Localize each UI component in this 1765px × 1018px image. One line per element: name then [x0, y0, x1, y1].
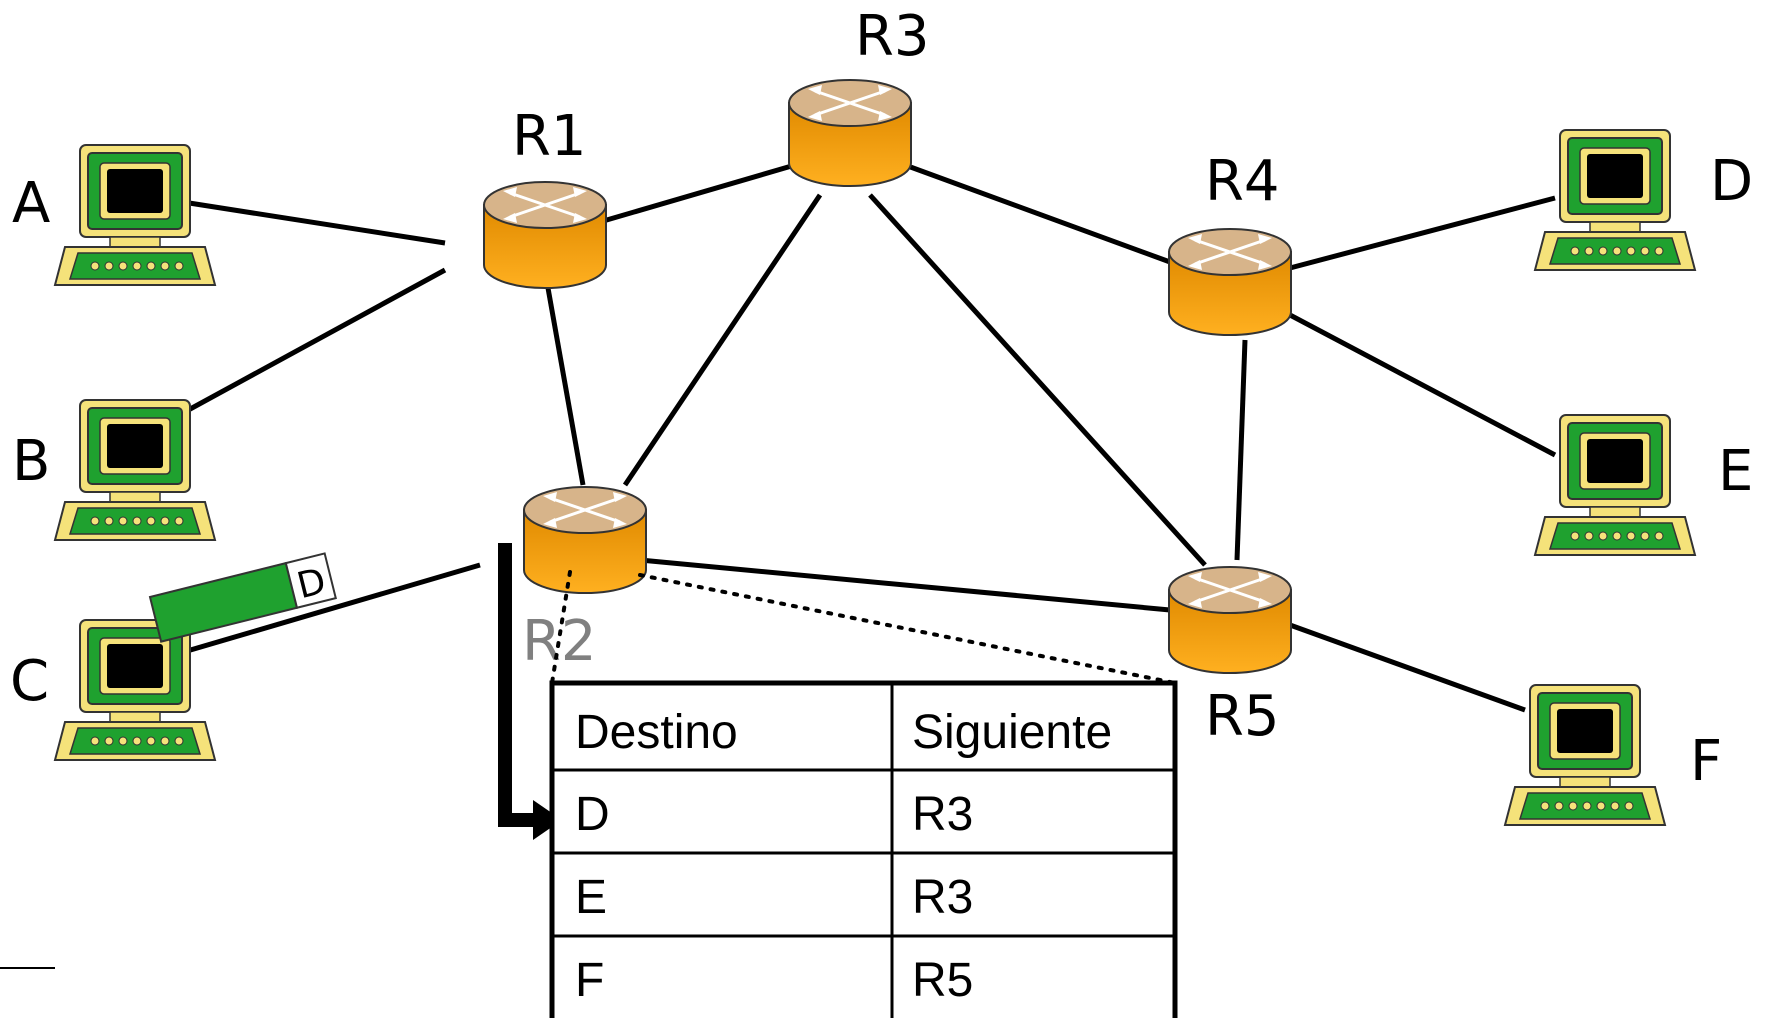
- packet: D: [148, 552, 337, 643]
- host-label-f: F: [1690, 729, 1722, 794]
- computer-c-icon: [54, 619, 216, 761]
- router-r1: [482, 180, 608, 290]
- computer-b-icon: [54, 399, 216, 541]
- host-label-b: B: [12, 429, 50, 494]
- link-b-r1: [168, 267, 447, 423]
- link-r4-r5: [1234, 339, 1248, 561]
- table-header-destino: Destino: [575, 706, 738, 759]
- forwarding-arrow: [498, 543, 562, 840]
- router-r4: [1167, 227, 1293, 337]
- link-r3-r5: [868, 193, 1207, 567]
- link-c-r2: [169, 562, 481, 659]
- computer-a-icon: [54, 144, 216, 286]
- table-cell-dest-2: F: [575, 954, 604, 1007]
- router-r2: [522, 485, 648, 595]
- network-links: [168, 162, 1557, 713]
- link-r3-r4: [904, 162, 1171, 265]
- computer-e-icon: [1534, 414, 1696, 556]
- table-cell-dest-1: E: [575, 871, 607, 924]
- host-label-e: E: [1718, 439, 1753, 504]
- routing-table-frame: [549, 680, 1178, 1018]
- link-r4-e: [1288, 312, 1557, 458]
- router-label-r5: R5: [1205, 684, 1280, 749]
- table-cell-next-1: R3: [912, 871, 973, 924]
- table-cell-next-2: R5: [912, 954, 973, 1007]
- link-a-r1: [169, 197, 446, 246]
- link-r2-r3: [622, 193, 823, 487]
- table-cell-dest-0: D: [575, 788, 610, 841]
- router-label-r3: R3: [855, 4, 930, 69]
- link-r5-f: [1289, 622, 1526, 713]
- router-label-r4: R4: [1205, 149, 1280, 214]
- link-r1-r2: [545, 287, 586, 486]
- routing-table: Destino Siguiente D R3 E R3 F R5: [549, 680, 1178, 1018]
- host-label-d: D: [1710, 149, 1753, 214]
- host-label-a: A: [12, 171, 50, 236]
- router-r3: [787, 78, 913, 188]
- router-r5: [1167, 565, 1293, 675]
- table-header-siguiente: Siguiente: [912, 706, 1112, 759]
- table-cell-next-0: R3: [912, 788, 973, 841]
- computer-f-icon: [1504, 684, 1666, 826]
- router-label-r1: R1: [512, 104, 587, 169]
- computer-d-icon: [1534, 129, 1696, 271]
- host-label-c: C: [10, 649, 49, 714]
- link-r4-d: [1289, 195, 1556, 271]
- callout-lines: [550, 570, 1177, 685]
- link-r2-r5: [639, 557, 1171, 613]
